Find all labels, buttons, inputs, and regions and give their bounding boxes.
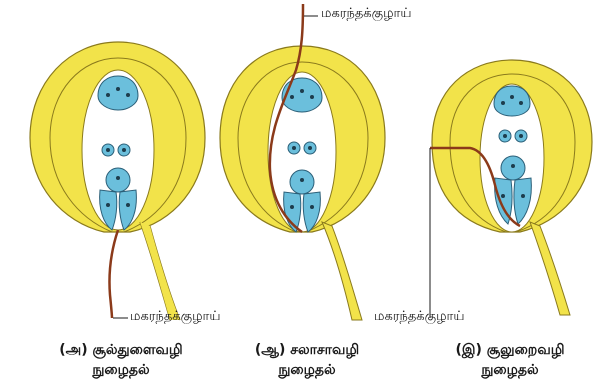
caption-line-2: நுழைதல்	[26, 360, 216, 380]
caption-porogamy: (அ) சூல்துளைவழி நுழைதல்	[26, 340, 216, 380]
pollen-tube-label-left: மகரந்தக்குழாய்	[130, 309, 221, 325]
caption-chalazogamy: (ஆ) சலாசாவழி நுழைதல்	[222, 340, 392, 380]
antipodal-cells	[494, 86, 530, 116]
caption-line-1: (ஆ) சலாசாவழி	[222, 340, 392, 360]
antipodal-cells	[282, 78, 322, 112]
funiculus-fill	[140, 222, 180, 320]
pollen-tube-a	[109, 230, 118, 318]
caption-line-2: நுழைதல்	[222, 360, 392, 380]
caption-mesogamy: (இ) சூலுறைவழி நுழைதல்	[420, 340, 600, 380]
funiculus-fill	[322, 222, 362, 320]
pollen-tube-label-top: மகரந்தக்குழாய்	[321, 6, 412, 22]
antipodal-cells	[98, 76, 138, 110]
ovule-chalazogamy	[220, 4, 385, 320]
funiculus-fill	[530, 222, 570, 315]
pollen-tube-label-right: மகரந்தக்குழாய்	[374, 309, 465, 325]
caption-line-1: (இ) சூலுறைவழி	[420, 340, 600, 360]
ovule-mesogamy	[430, 60, 592, 318]
caption-line-2: நுழைதல்	[420, 360, 600, 380]
caption-line-1: (அ) சூல்துளைவழி	[26, 340, 216, 360]
ovule-porogamy	[30, 42, 205, 320]
